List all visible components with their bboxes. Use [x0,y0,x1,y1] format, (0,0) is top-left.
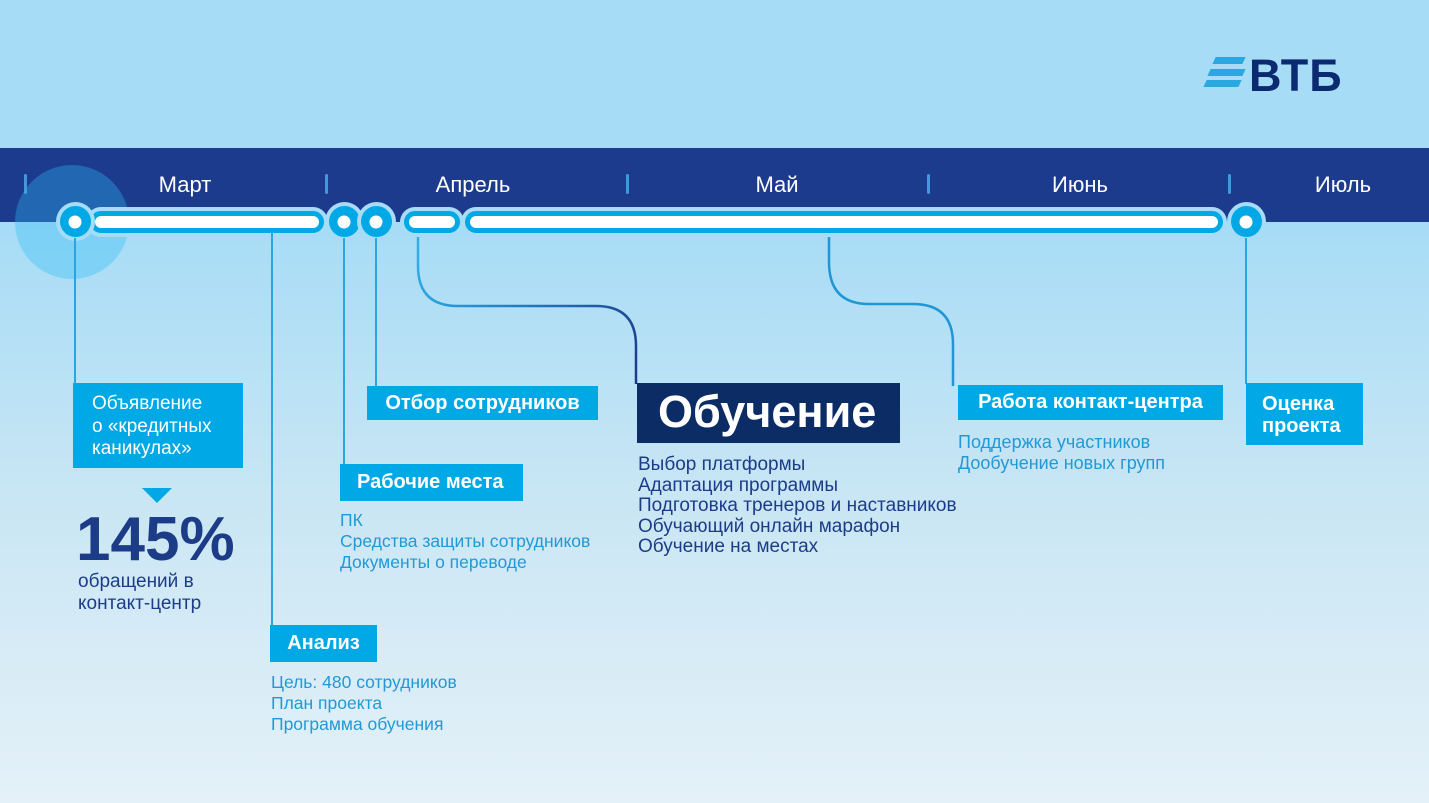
training-box: Обучение [637,383,900,443]
vtb-logo-stripe-icon [1207,68,1246,76]
drop-line-selection [374,238,378,387]
timeline-segment-april-june [465,211,1223,233]
month-label-may: Май [755,172,799,197]
list-item: Подготовка тренеров и наставников [638,495,957,517]
timeline-segment-march [90,211,324,233]
month-divider [927,174,930,194]
announcement-line: каникулах» [92,438,192,459]
vtb-logo-text: ВТБ [1249,50,1343,101]
contact-center-box: Работа контакт-центра [958,385,1223,420]
month-divider [626,174,629,194]
selection-title: Отбор сотрудников [385,392,580,414]
stat-value: 145% [76,505,235,574]
stat-caption: обращений в контакт-центр [78,571,202,614]
month-divider [24,174,27,194]
list-item: Программа обучения [271,714,444,734]
list-item: Средства защиты сотрудников [340,531,591,551]
timeline-node-evaluation [1230,206,1262,237]
drop-line-analysis [270,232,274,625]
connector-curve-contact-center [827,230,955,386]
announcement-line: Объявление [92,393,203,414]
list-item: Обучающий онлайн марафон [638,515,901,537]
announcement-box: Объявление о «кредитных каникулах» [73,383,243,468]
list-item: ПК [340,510,363,530]
month-label-april: Апрель [435,172,511,197]
workplaces-title: Рабочие места [357,471,504,493]
analysis-items: Цель: 480 сотрудников План проекта Прогр… [271,672,457,735]
analysis-title: Анализ [287,632,360,654]
drop-line-workplaces [342,238,346,465]
contact-center-items: Поддержка участников Дообучение новых гр… [958,432,1165,474]
list-item: План проекта [271,693,383,713]
list-item: Дообучение новых групп [958,453,1166,473]
vtb-logo-stripe-icon [1212,57,1246,64]
list-item: Выбор платформы [638,454,806,475]
month-label-july: Июль [1314,172,1372,197]
training-items: Выбор платформы Адаптация программы Подг… [638,454,957,558]
drop-line-evaluation [1244,238,1248,384]
selection-box: Отбор сотрудников [367,386,598,420]
training-title: Обучение [658,386,877,437]
announcement-line: о «кредитных [92,415,212,437]
analysis-box: Анализ [270,625,377,662]
month-band [0,148,1429,222]
workplaces-items: ПК Средства защиты сотрудников Документы… [340,510,590,573]
timeline-segment-april-short [404,211,460,233]
timeline-node-selection [360,206,392,237]
evaluation-line: Оценка [1262,393,1335,415]
workplaces-box: Рабочие места [340,464,523,501]
list-item: Цель: 480 сотрудников [271,672,457,692]
month-label-march: Март [158,172,212,197]
vtb-logo-stripe-icon [1203,80,1242,87]
arrow-down-icon [142,488,172,503]
list-item: Документы о переводе [340,552,527,572]
timeline-node-workplaces [328,206,360,237]
list-item: Обучение на местах [638,536,819,558]
connector-curve-training [416,230,638,384]
drop-line-announcement [73,238,77,383]
month-label-june: Июнь [1052,172,1108,197]
list-item: Поддержка участников [958,432,1151,452]
month-divider [1228,174,1231,194]
evaluation-box: Оценка проекта [1246,383,1363,445]
evaluation-line: проекта [1262,415,1341,437]
month-divider [325,174,328,194]
list-item: Адаптация программы [638,474,839,496]
contact-center-title: Работа контакт-центра [978,391,1203,413]
timeline-node-announcement [59,206,91,237]
